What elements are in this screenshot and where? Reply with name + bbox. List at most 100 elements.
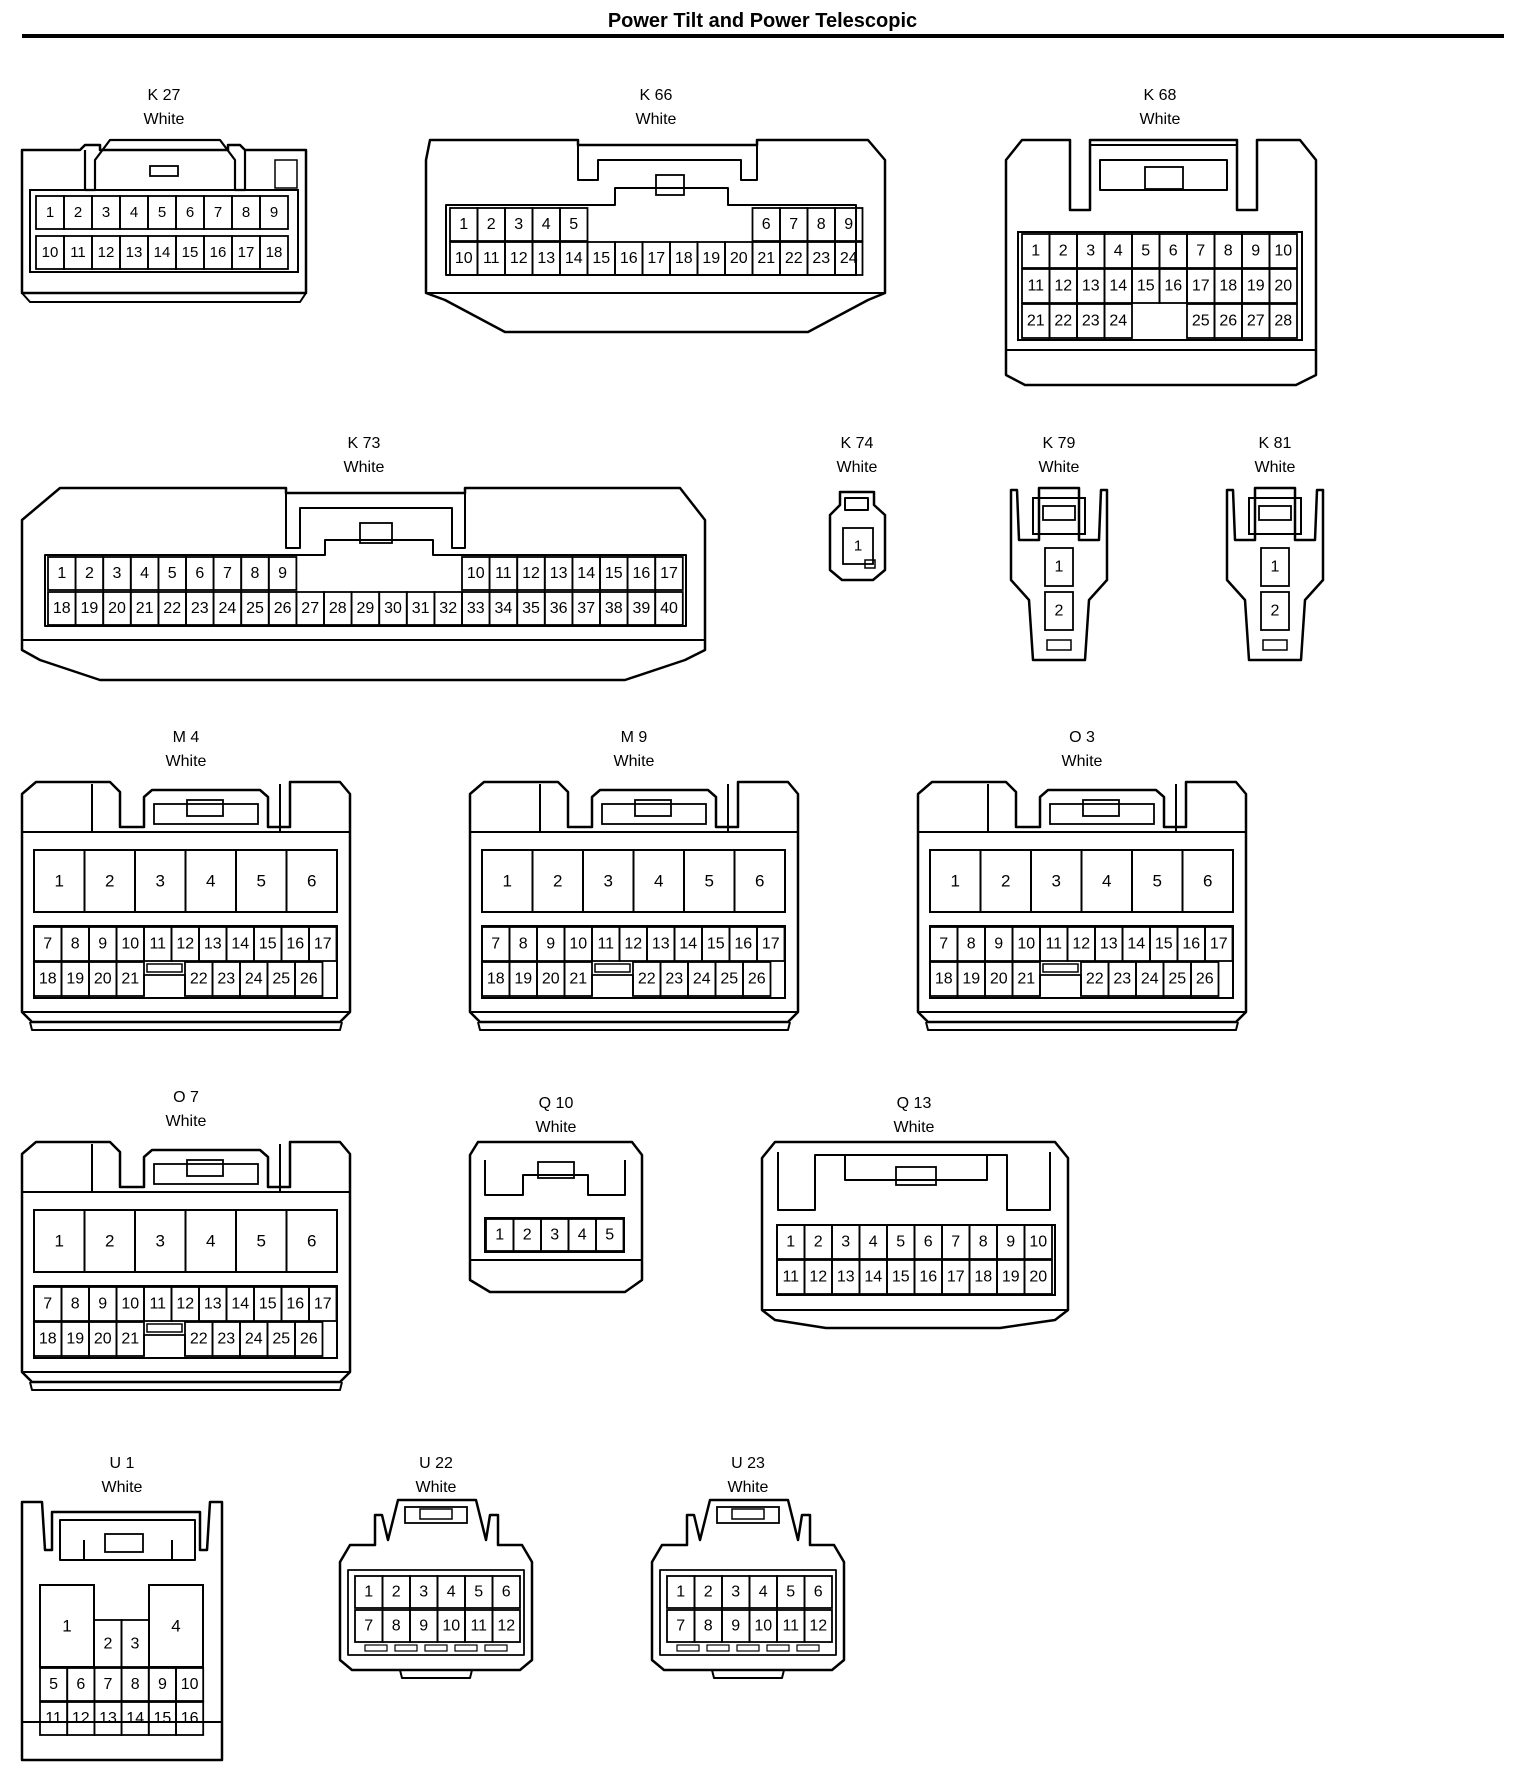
key-slot (1042, 963, 1079, 973)
pin-label: 6 (76, 1676, 85, 1693)
pin-label: 11 (782, 1618, 799, 1635)
pin-cell (595, 1218, 625, 1252)
pin-label: 8 (392, 1618, 401, 1635)
pin-cell (175, 1701, 205, 1736)
pin-label: 16 (734, 936, 752, 953)
pin-label: 4 (130, 204, 138, 221)
pin-label: 14 (154, 244, 171, 261)
connector-color: White (165, 753, 207, 770)
rib (484, 1644, 508, 1652)
pin-label: 10 (121, 936, 139, 953)
pin-label: 2 (85, 565, 94, 582)
housing-outline (1225, 486, 1325, 662)
connector-color: White (1061, 753, 1103, 770)
pin-frame (1017, 231, 1303, 341)
lock-tab (149, 165, 179, 177)
housing-outline (484, 1160, 626, 1196)
housing-outline (83, 138, 247, 192)
pin-label: 8 (704, 1618, 713, 1635)
pin-label: 14 (864, 1269, 882, 1286)
pin-label: 1 (459, 216, 468, 233)
pin-label: 2 (105, 1232, 114, 1251)
pin-label: 17 (947, 1269, 965, 1286)
pin-label: 16 (181, 1710, 199, 1727)
page-title: Power Tilt and Power Telescopic (607, 10, 918, 32)
rib (454, 1644, 478, 1652)
pin-label: 11 (70, 244, 86, 261)
connector-color: White (836, 459, 878, 476)
pin-cell (1023, 1259, 1053, 1295)
pin-label: 4 (171, 1617, 180, 1636)
pin-label: 1 (62, 1617, 71, 1636)
key-gap (591, 974, 634, 996)
pin-label: 16 (919, 1269, 937, 1286)
pin-label: 25 (1168, 971, 1186, 988)
pin-label: 14 (679, 936, 697, 953)
pin-label: 3 (113, 565, 122, 582)
pin-label: 30 (384, 600, 402, 617)
housing-outline (91, 1144, 281, 1192)
pin-label: 15 (182, 244, 199, 261)
pin-label: 3 (102, 204, 110, 221)
pin-label: 4 (654, 872, 663, 891)
pin-label: 19 (81, 600, 99, 617)
pin-label: 15 (707, 936, 725, 953)
pin-label: 26 (748, 971, 766, 988)
pin-cell (834, 207, 864, 242)
housing-outline (659, 1569, 837, 1656)
pin-label: 9 (1006, 1234, 1015, 1251)
pin-label: 18 (487, 971, 505, 988)
pin-label: 5 (605, 1227, 614, 1244)
pin-label: 12 (809, 1618, 827, 1635)
pin-label: 2 (1001, 872, 1010, 891)
pin-cell (1023, 1224, 1053, 1260)
connector-code: K 73 (347, 435, 381, 452)
pin-cell (259, 195, 289, 230)
pin-cell-large (285, 1209, 338, 1273)
pin-label: 7 (364, 1618, 373, 1635)
pin-label: 16 (286, 936, 304, 953)
pin-label: 5 (896, 1234, 905, 1251)
housing-outline (59, 1519, 196, 1561)
pin-label: 24 (1141, 971, 1159, 988)
housing-outline (918, 1011, 1246, 1031)
pin-label: 13 (204, 1296, 222, 1313)
pin-label: 9 (98, 936, 107, 953)
connector-color: White (727, 1479, 769, 1496)
lock-tab (1042, 505, 1076, 521)
lock-tab (359, 522, 393, 544)
housing-outline (285, 493, 466, 549)
connector-code: M 4 (172, 729, 200, 746)
lock-tab (731, 1508, 765, 1520)
pin-label: 12 (176, 1296, 194, 1313)
pin-label: 28 (1274, 313, 1292, 330)
rib (766, 1644, 790, 1652)
pin-label: 13 (1082, 278, 1100, 295)
pin-label: 17 (660, 565, 678, 582)
key-slot (594, 963, 631, 973)
pin-label: 23 (217, 971, 235, 988)
lock-slot (1049, 803, 1155, 825)
pin-label: 4 (759, 1584, 768, 1601)
pin-label: 7 (939, 936, 948, 953)
pin-label: 6 (307, 872, 316, 891)
pin-cell (1260, 547, 1290, 587)
pin-label: 2 (553, 872, 562, 891)
pin-label: 4 (1114, 243, 1123, 260)
housing-outline (650, 1498, 846, 1672)
pin-label: 13 (837, 1269, 855, 1286)
pin-label: 25 (246, 600, 264, 617)
pin-label: 8 (817, 216, 826, 233)
lock-tab (186, 1159, 224, 1177)
pin-label: 18 (935, 971, 953, 988)
pin-label: 23 (812, 250, 830, 267)
pin-label: 17 (647, 250, 665, 267)
pin-label: 7 (43, 936, 52, 953)
pin-label: 18 (974, 1269, 992, 1286)
pin-cell (842, 527, 874, 565)
housing-outline (399, 1669, 473, 1679)
